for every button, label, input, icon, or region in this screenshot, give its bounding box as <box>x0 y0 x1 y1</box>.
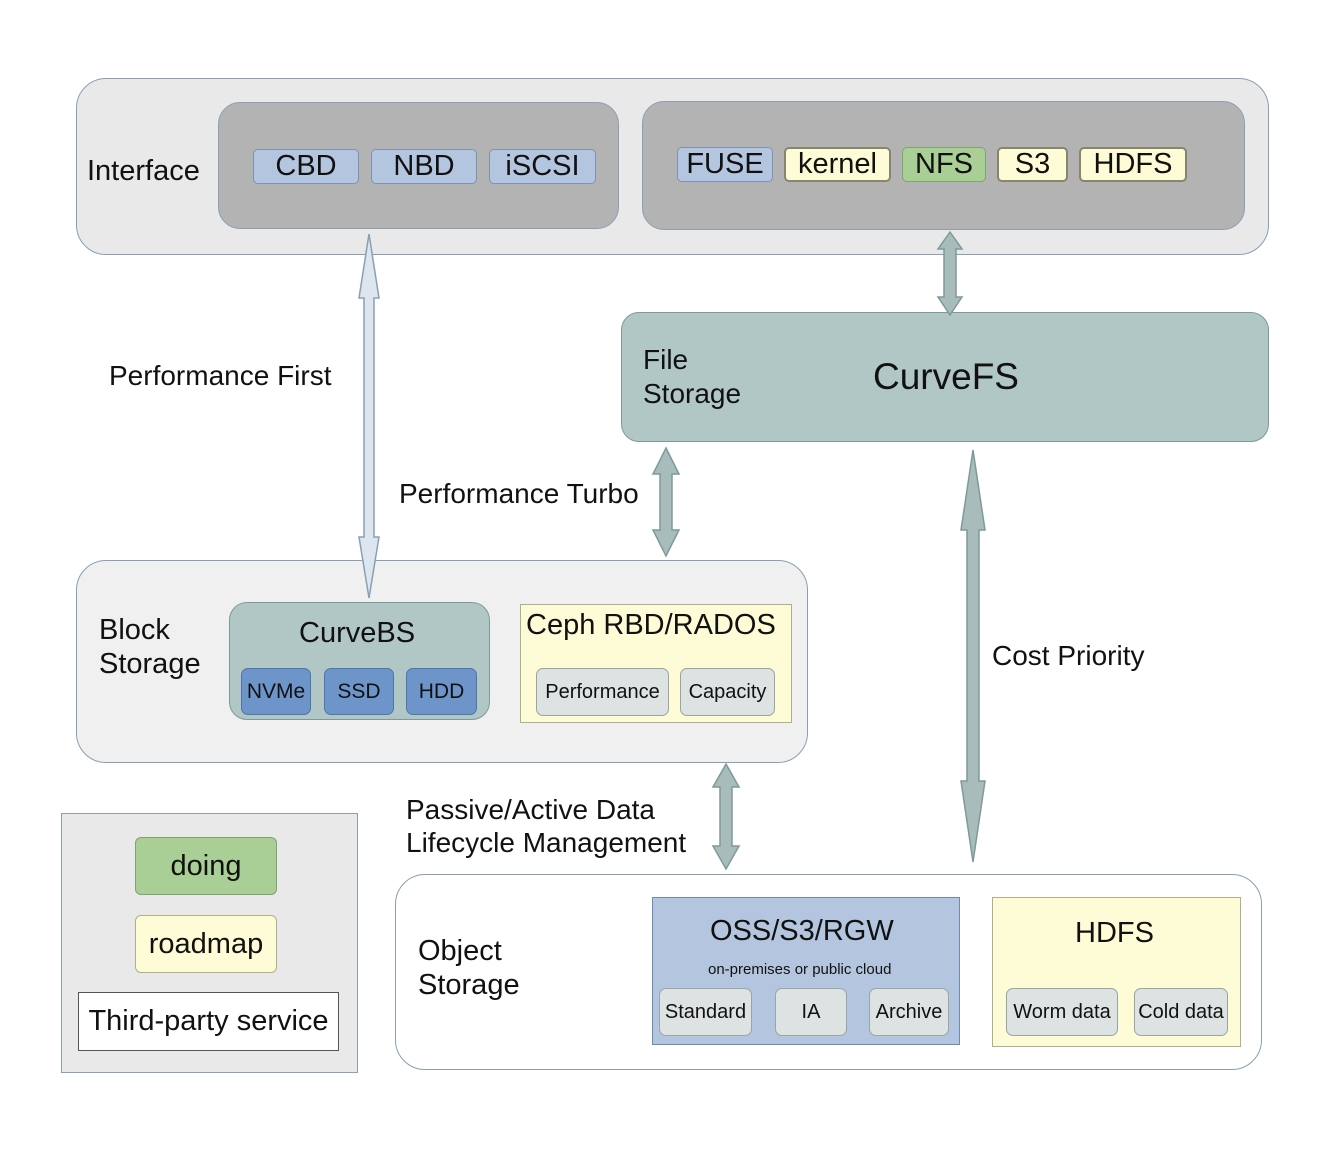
cost-priority-label: Cost Priority <box>992 640 1145 671</box>
ceph-tier-capacity: Capacity <box>680 668 775 716</box>
protocol-nfs: NFS <box>902 147 986 182</box>
legend-doing: doing <box>135 837 277 895</box>
media-ssd: SSD <box>324 668 394 715</box>
block-storage-label-line1: Block <box>99 614 170 646</box>
object-storage-label-line1: Object <box>418 935 502 967</box>
protocol-nbd: NBD <box>371 149 477 184</box>
protocol-iscsi: iSCSI <box>489 149 596 184</box>
oss-class-ia: IA <box>775 988 847 1036</box>
cost-priority-arrow <box>960 449 986 863</box>
oss-title: OSS/S3/RGW <box>710 915 894 947</box>
performance-first-label: Performance First <box>109 360 332 391</box>
interface-label: Interface <box>87 155 200 187</box>
protocol-fuse: FUSE <box>677 147 773 182</box>
file-storage-label-line2: Storage <box>643 378 742 409</box>
object-storage-label-line2: Storage <box>418 969 520 1001</box>
hdfs-data-cold: Cold data <box>1134 988 1228 1036</box>
lifecycle-label-line2: Lifecycle Management <box>406 827 687 858</box>
block-storage-label-line2: Storage <box>99 648 201 680</box>
media-nvme: NVMe <box>241 668 311 715</box>
hdfs-data-worm: Worm data <box>1006 988 1118 1036</box>
media-hdd: HDD <box>406 668 477 715</box>
performance-turbo-label: Performance Turbo <box>399 478 639 509</box>
legend-roadmap: roadmap <box>135 915 277 973</box>
file-storage-box <box>621 312 1269 442</box>
performance-turbo-arrow <box>651 446 681 558</box>
protocol-s3: S3 <box>997 147 1068 182</box>
oss-subtitle: on-premises or public cloud <box>708 961 892 978</box>
oss-class-standard: Standard <box>659 988 752 1036</box>
lifecycle-arrow <box>711 762 741 871</box>
interface-curvefs-arrow <box>936 230 964 317</box>
lifecycle-label-line1: Passive/Active Data <box>406 794 655 825</box>
object-hdfs-title: HDFS <box>1075 917 1154 949</box>
protocol-cbd: CBD <box>253 149 359 184</box>
legend-third-party: Third-party service <box>78 992 339 1051</box>
file-storage-label-line1: File <box>643 344 689 375</box>
protocol-kernel: kernel <box>784 147 891 182</box>
curvebs-title: CurveBS <box>299 617 416 649</box>
ceph-tier-performance: Performance <box>536 668 669 716</box>
ceph-title: Ceph RBD/RADOS <box>526 609 776 641</box>
protocol-hdfs: HDFS <box>1079 147 1187 182</box>
oss-class-archive: Archive <box>869 988 949 1036</box>
performance-first-arrow <box>358 233 380 599</box>
curvefs-title: CurveFS <box>873 356 1019 397</box>
